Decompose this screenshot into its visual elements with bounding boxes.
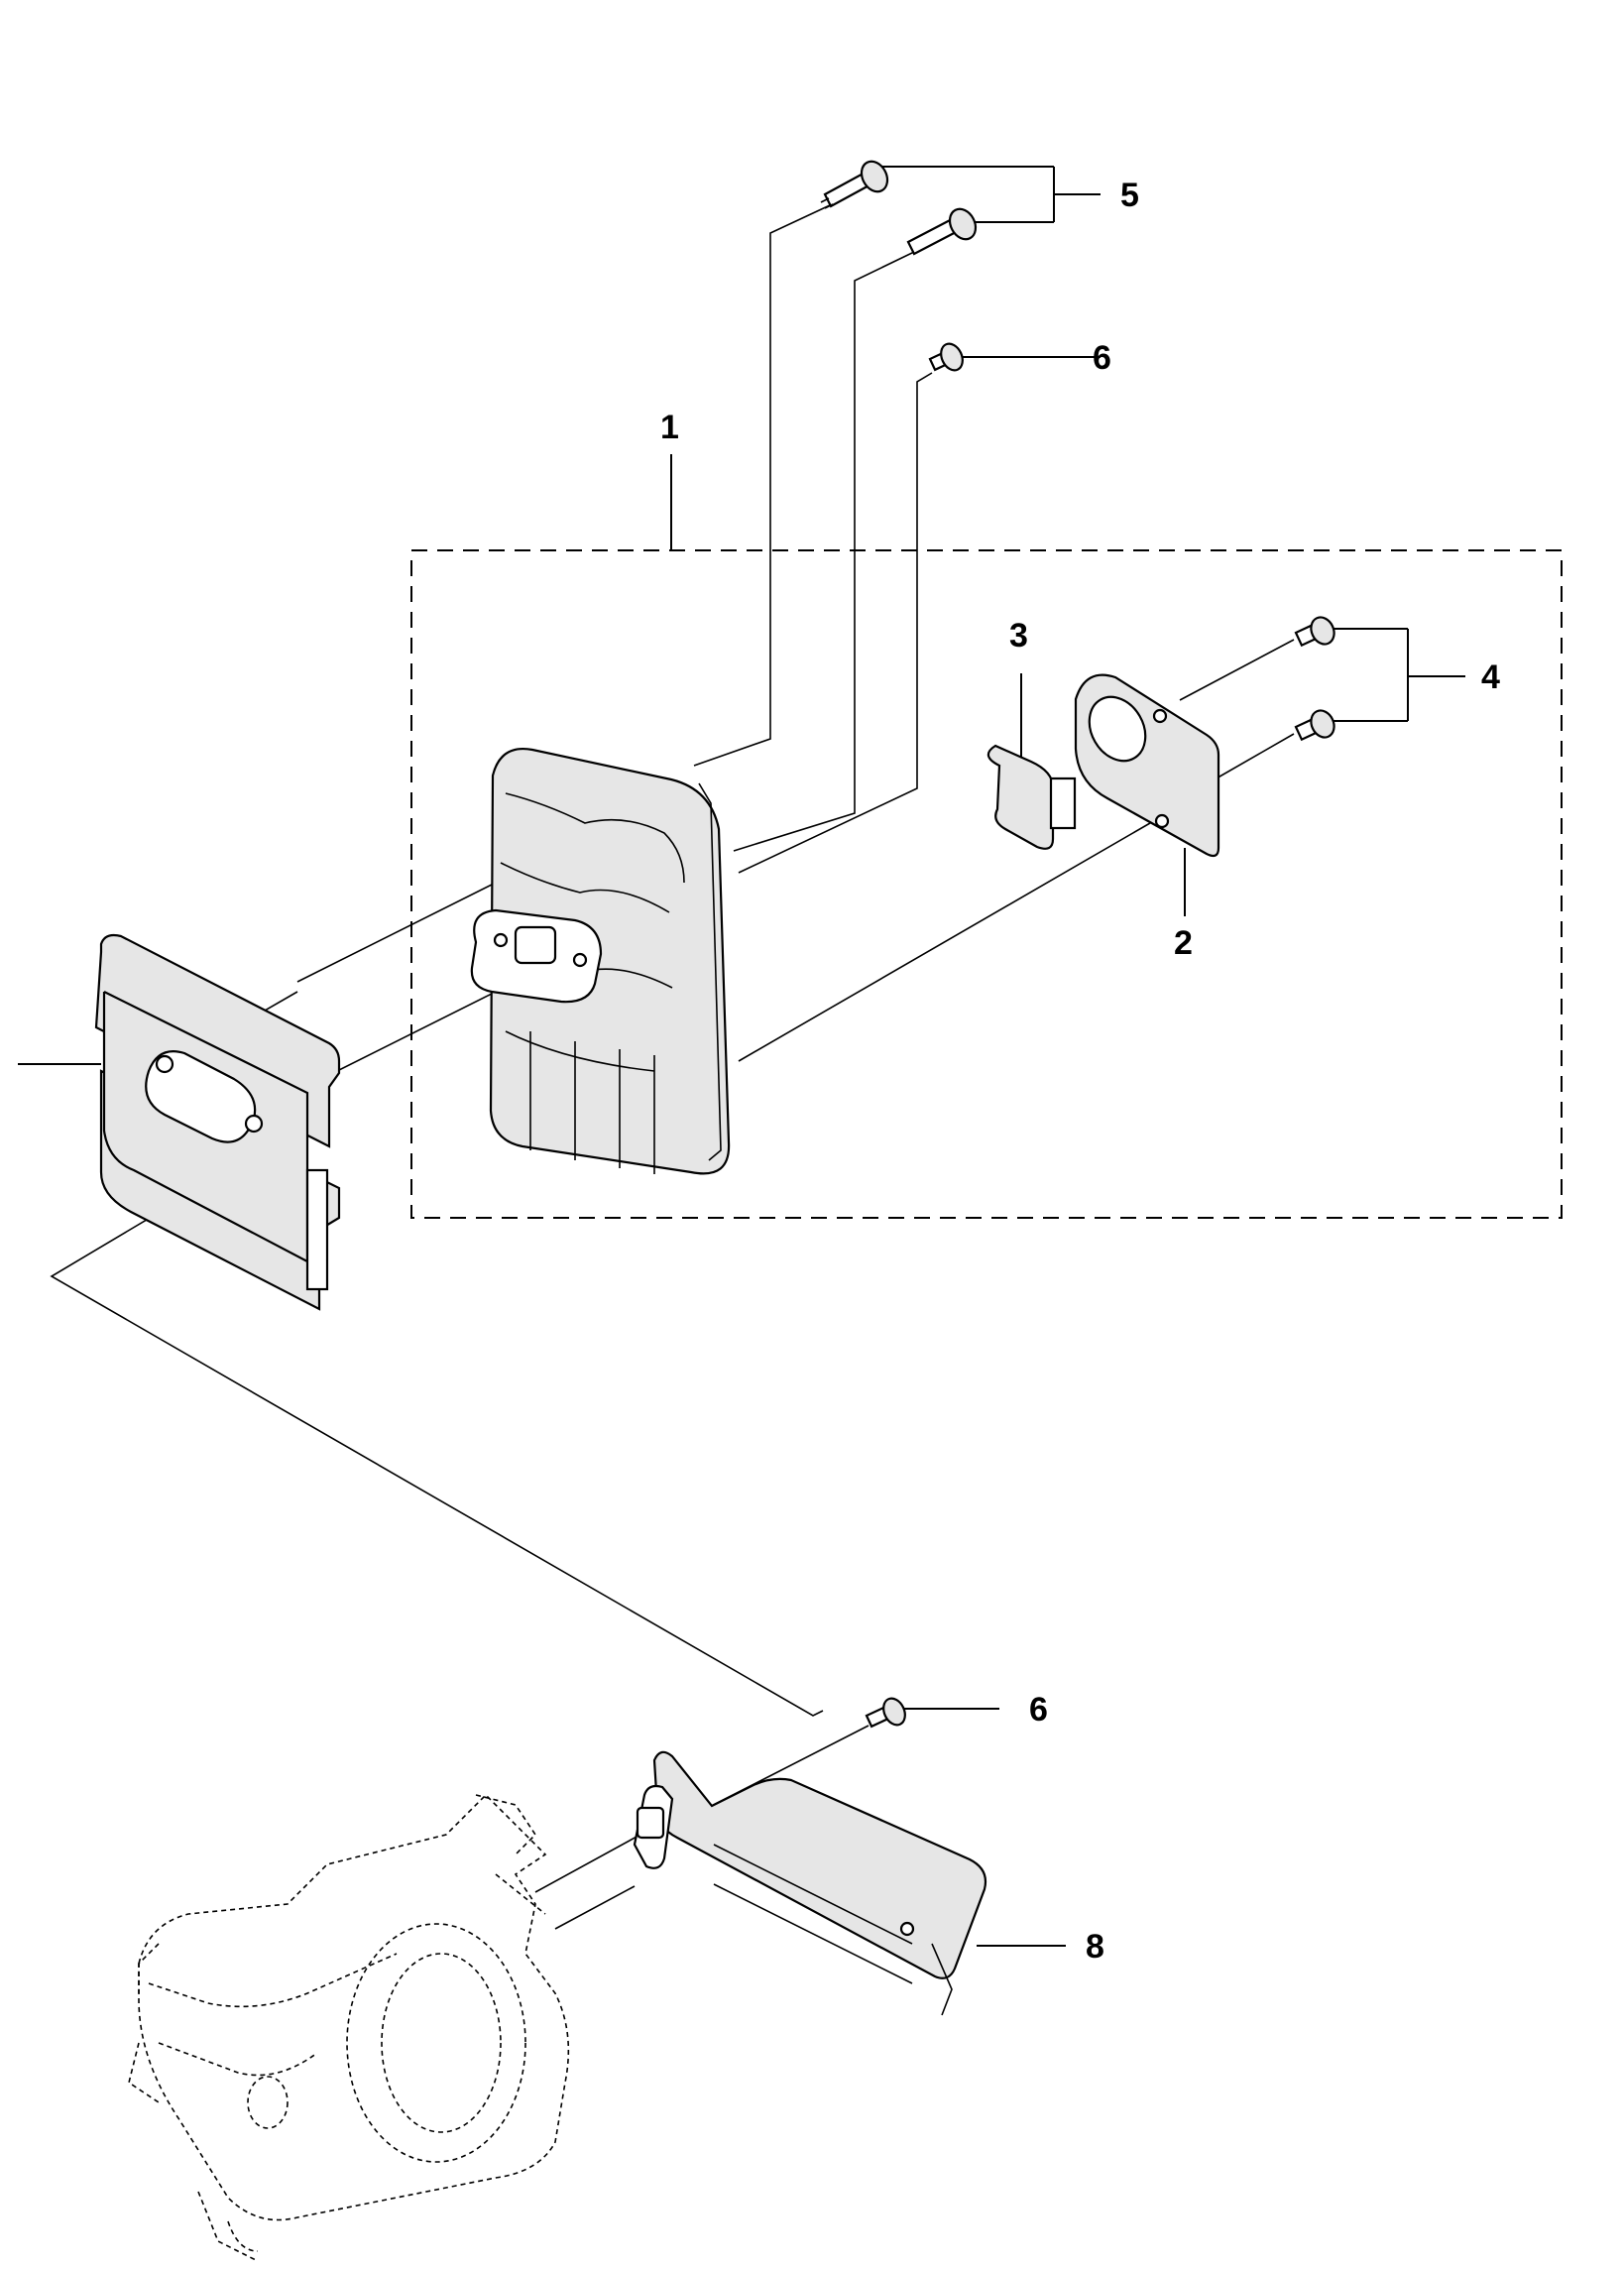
screw-5-upper <box>820 160 889 209</box>
callout-1: 1 <box>660 409 679 446</box>
callout-8: 8 <box>1086 1928 1104 1966</box>
callout-2: 2 <box>1174 924 1193 962</box>
heat-shield <box>94 933 341 1311</box>
muffler-body <box>470 747 731 1175</box>
screw-6-top <box>928 342 964 372</box>
callout-6-bottom: 6 <box>1029 1691 1048 1729</box>
callout-3: 3 <box>1009 617 1028 655</box>
callout-5: 5 <box>1120 177 1139 214</box>
kit-boundary-box <box>410 549 1563 1219</box>
muffler-guard-8 <box>633 1750 987 2016</box>
gasket-3 <box>986 744 1077 850</box>
screw-5-lower <box>906 207 978 256</box>
cylinder-assembly-reference <box>128 1793 570 2262</box>
callout-4: 4 <box>1481 658 1500 696</box>
callout-6-top: 6 <box>1093 339 1111 377</box>
screw-4-upper <box>1294 616 1335 648</box>
screw-4-lower <box>1294 709 1335 742</box>
screw-6-bottom <box>865 1697 906 1729</box>
gasket-plate-2 <box>1074 673 1220 858</box>
